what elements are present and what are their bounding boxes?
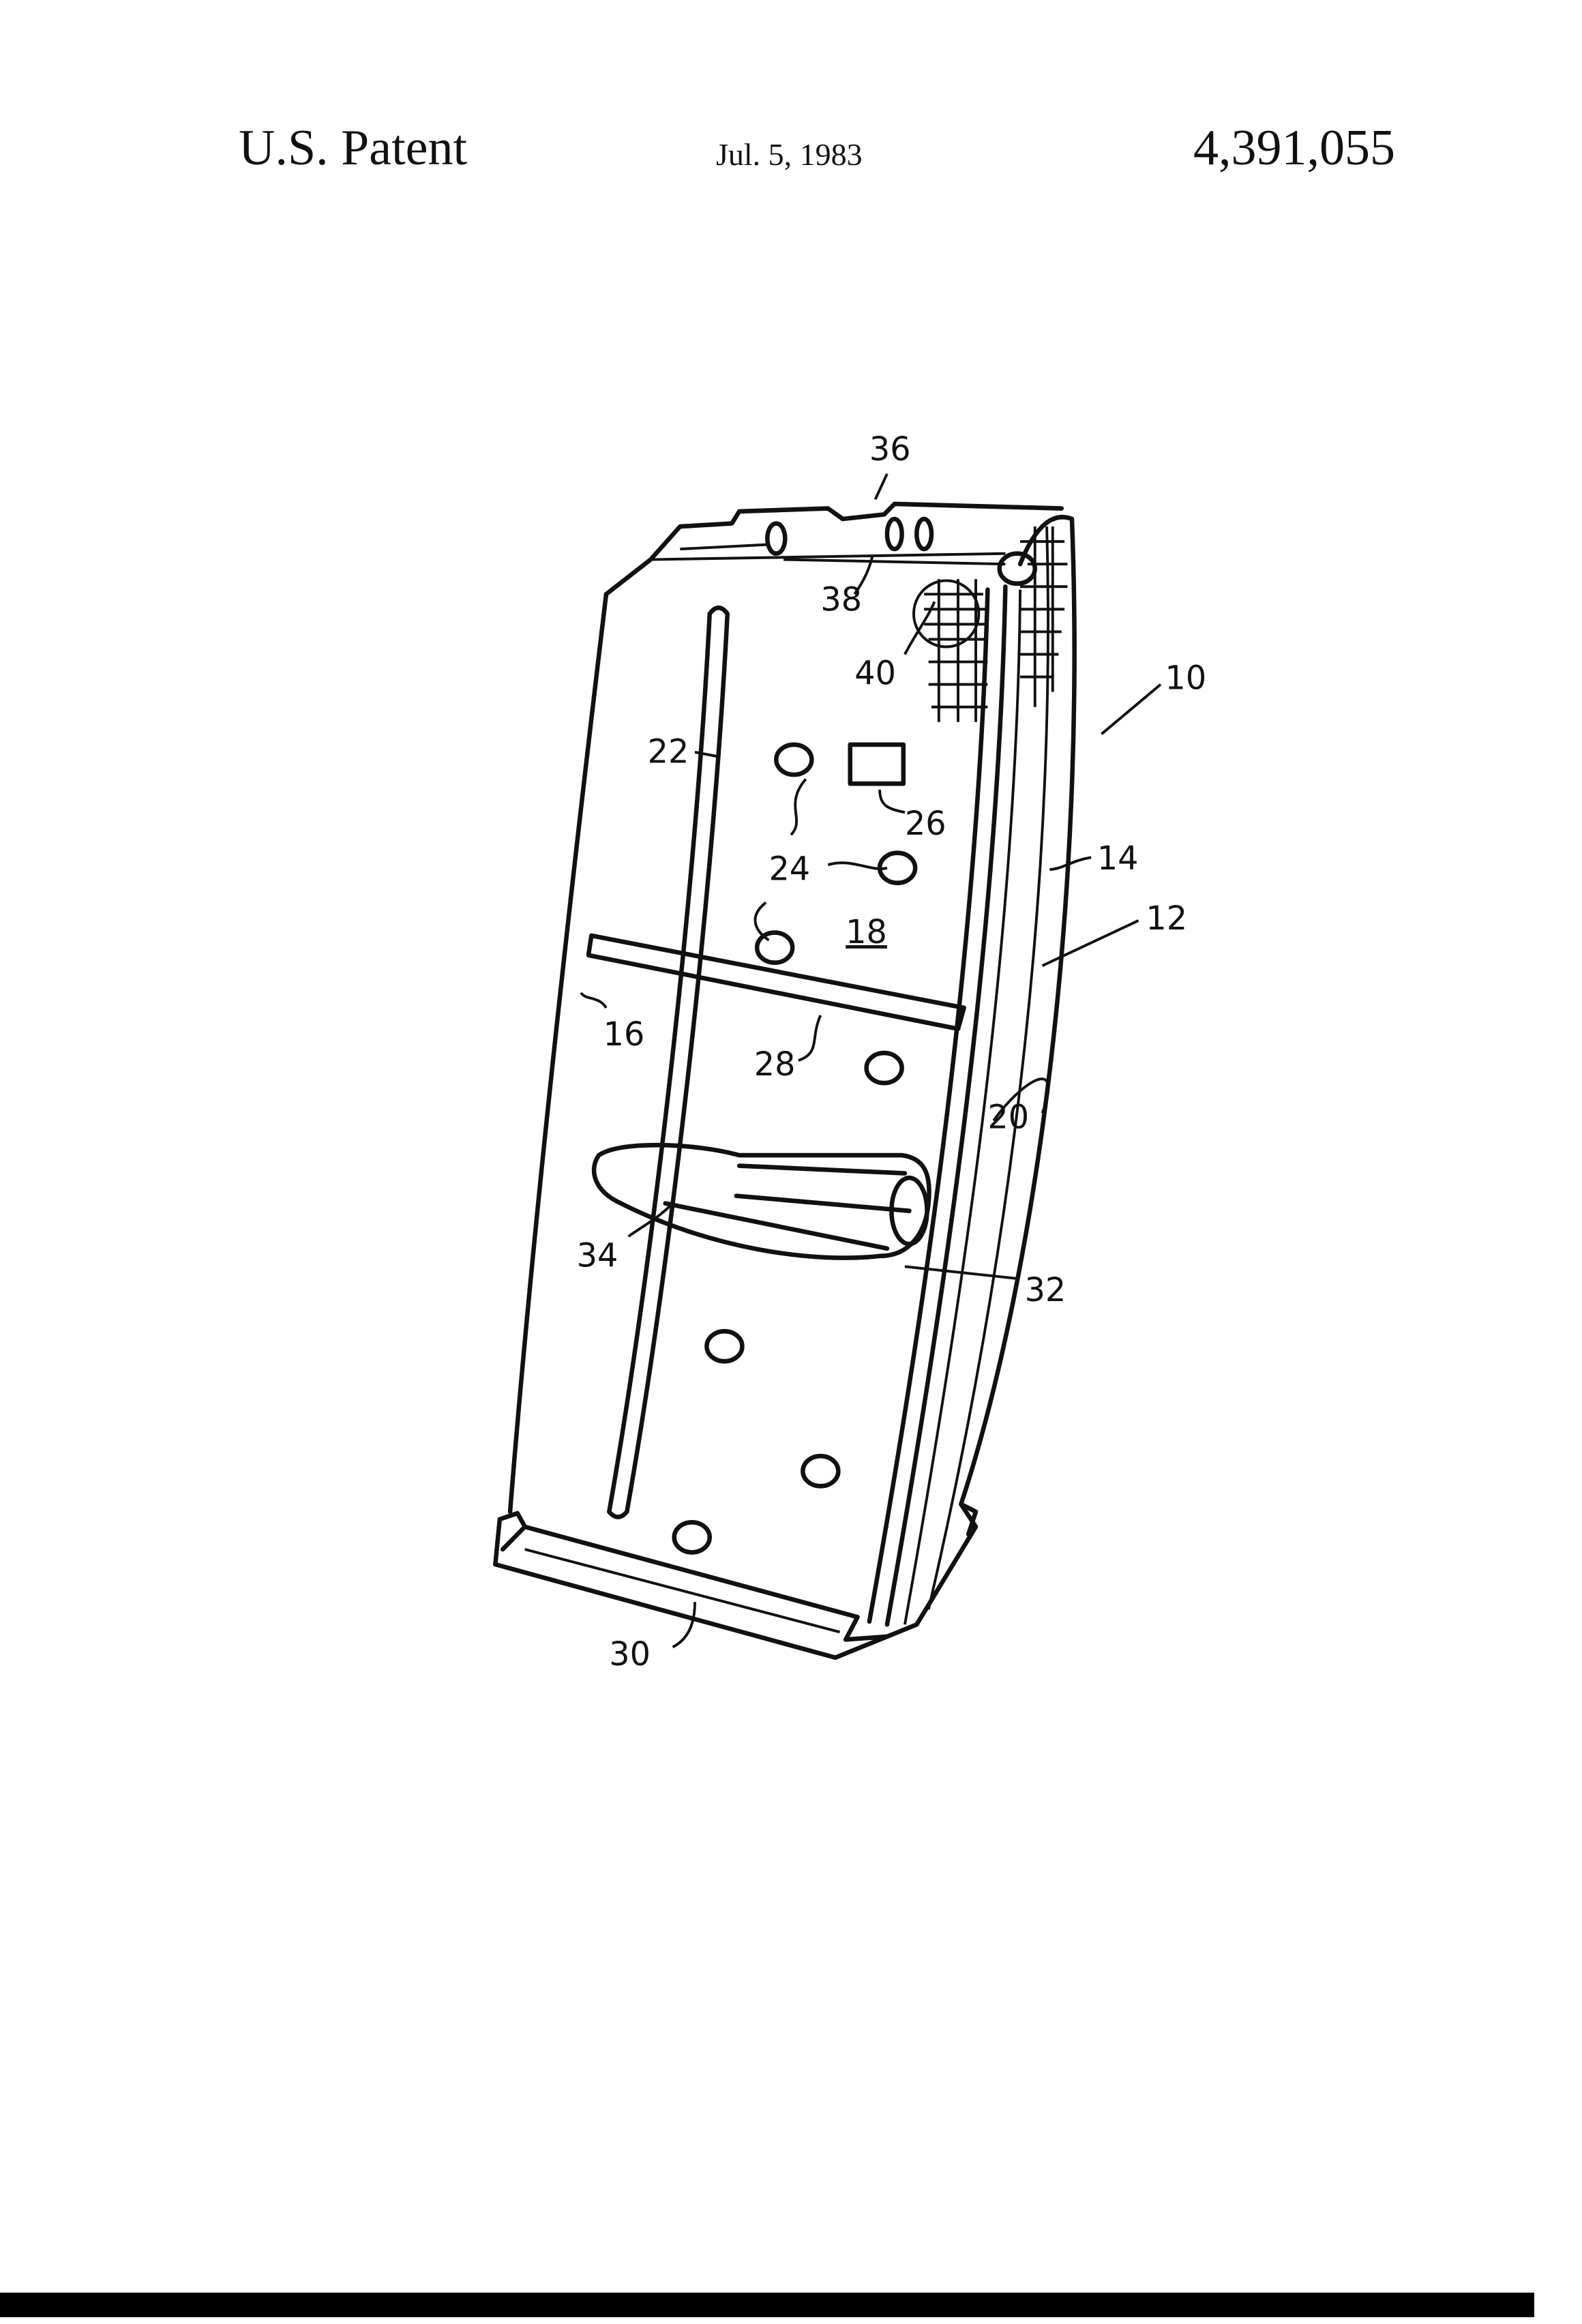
scan-border-bar (0, 2293, 1534, 2317)
front-face (510, 594, 606, 1512)
label-34: 34 (577, 1236, 618, 1275)
label-16: 16 (603, 1015, 645, 1054)
top-lug (887, 519, 902, 549)
label-36: 36 (869, 430, 911, 468)
label-28: 28 (754, 1045, 796, 1084)
tool-holder (594, 1145, 929, 1257)
roller (1000, 554, 1035, 584)
label-24: 24 (768, 850, 810, 888)
label-12: 12 (1146, 899, 1187, 938)
strap-band (588, 936, 964, 1029)
base-plate (495, 1513, 887, 1658)
top-lug (767, 524, 785, 554)
label-40: 40 (854, 654, 896, 692)
label-14: 14 (1097, 839, 1139, 878)
label-10: 10 (1165, 659, 1207, 697)
label-22: 22 (648, 732, 689, 771)
top-lug (916, 519, 931, 549)
label-38: 38 (820, 580, 862, 619)
base-line (525, 1549, 840, 1632)
label-26: 26 (905, 805, 946, 843)
label-18: 18 (846, 913, 887, 951)
latch-window (850, 745, 904, 784)
top-inner (651, 545, 1005, 565)
label-32: 32 (1025, 1271, 1066, 1309)
label-30: 30 (609, 1635, 651, 1673)
label-20: 20 (987, 1098, 1029, 1136)
